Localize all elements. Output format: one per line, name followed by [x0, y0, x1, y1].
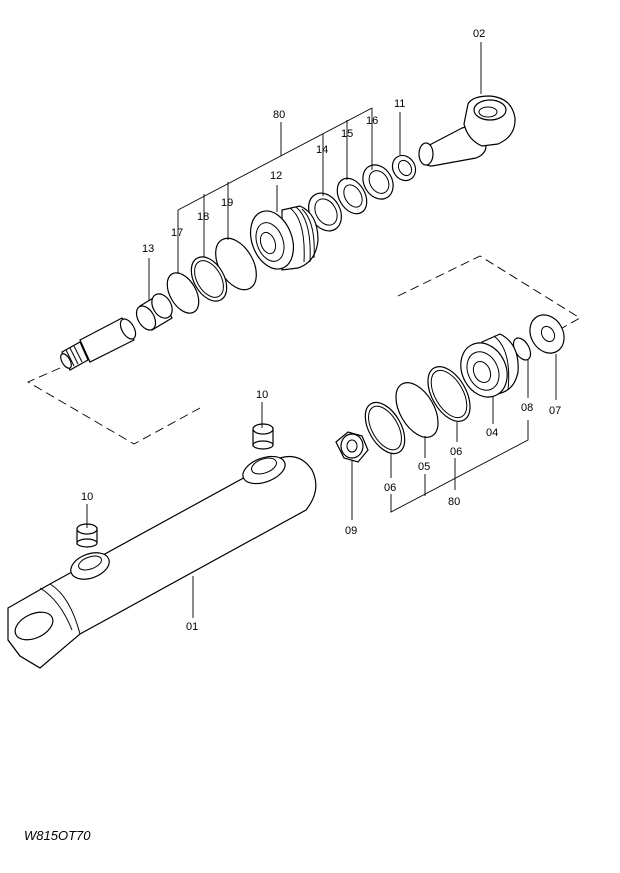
label-05: 05 — [418, 461, 430, 473]
label-13: 13 — [142, 243, 154, 255]
label-02: 02 — [473, 28, 485, 40]
label-80-lower: 80 — [448, 496, 460, 508]
label-08: 08 — [521, 402, 533, 414]
part-18-backup-ring — [190, 256, 228, 302]
part-01-cylinder-tube — [7, 455, 317, 669]
piston-rod — [60, 317, 137, 371]
part-14-bushing — [308, 192, 342, 232]
label-07: 07 — [549, 405, 561, 417]
part-12-rod-guide — [249, 205, 319, 271]
leader-lines — [86, 42, 557, 618]
label-12: 12 — [270, 170, 282, 182]
label-14: 14 — [316, 144, 328, 156]
part-10-plug-right — [252, 423, 274, 450]
label-16: 16 — [366, 115, 378, 127]
part-17-o-ring — [166, 272, 200, 314]
label-09: 09 — [345, 525, 357, 537]
label-10-right: 10 — [256, 389, 268, 401]
part-16-seal — [362, 164, 394, 200]
assembly-line-piston — [397, 255, 581, 337]
part-02-rod-eye — [418, 95, 516, 167]
part-11-ring — [391, 154, 417, 182]
label-01: 01 — [186, 621, 198, 633]
part-13-sleeve — [135, 293, 173, 331]
part-04-piston — [460, 333, 519, 398]
label-80-upper: 80 — [273, 109, 285, 121]
label-10-left: 10 — [81, 491, 93, 503]
part-07-washer — [529, 314, 565, 354]
part-09-nut — [335, 431, 369, 463]
part-05-o-ring — [395, 382, 439, 438]
drawing-code: W815OT70 — [24, 828, 91, 843]
label-04: 04 — [486, 427, 498, 439]
part-06-seal-upper — [427, 366, 471, 422]
part-10-plug-left — [76, 523, 98, 548]
part-15-washer — [336, 177, 368, 215]
part-06-seal-lower — [364, 401, 406, 455]
assembly-line-rod — [27, 367, 201, 445]
label-06-lower: 06 — [384, 482, 396, 494]
label-15: 15 — [341, 128, 353, 140]
label-11: 11 — [394, 98, 405, 110]
label-17: 17 — [171, 227, 183, 239]
label-18: 18 — [197, 211, 209, 223]
label-19: 19 — [221, 197, 233, 209]
label-06-upper: 06 — [450, 446, 462, 458]
